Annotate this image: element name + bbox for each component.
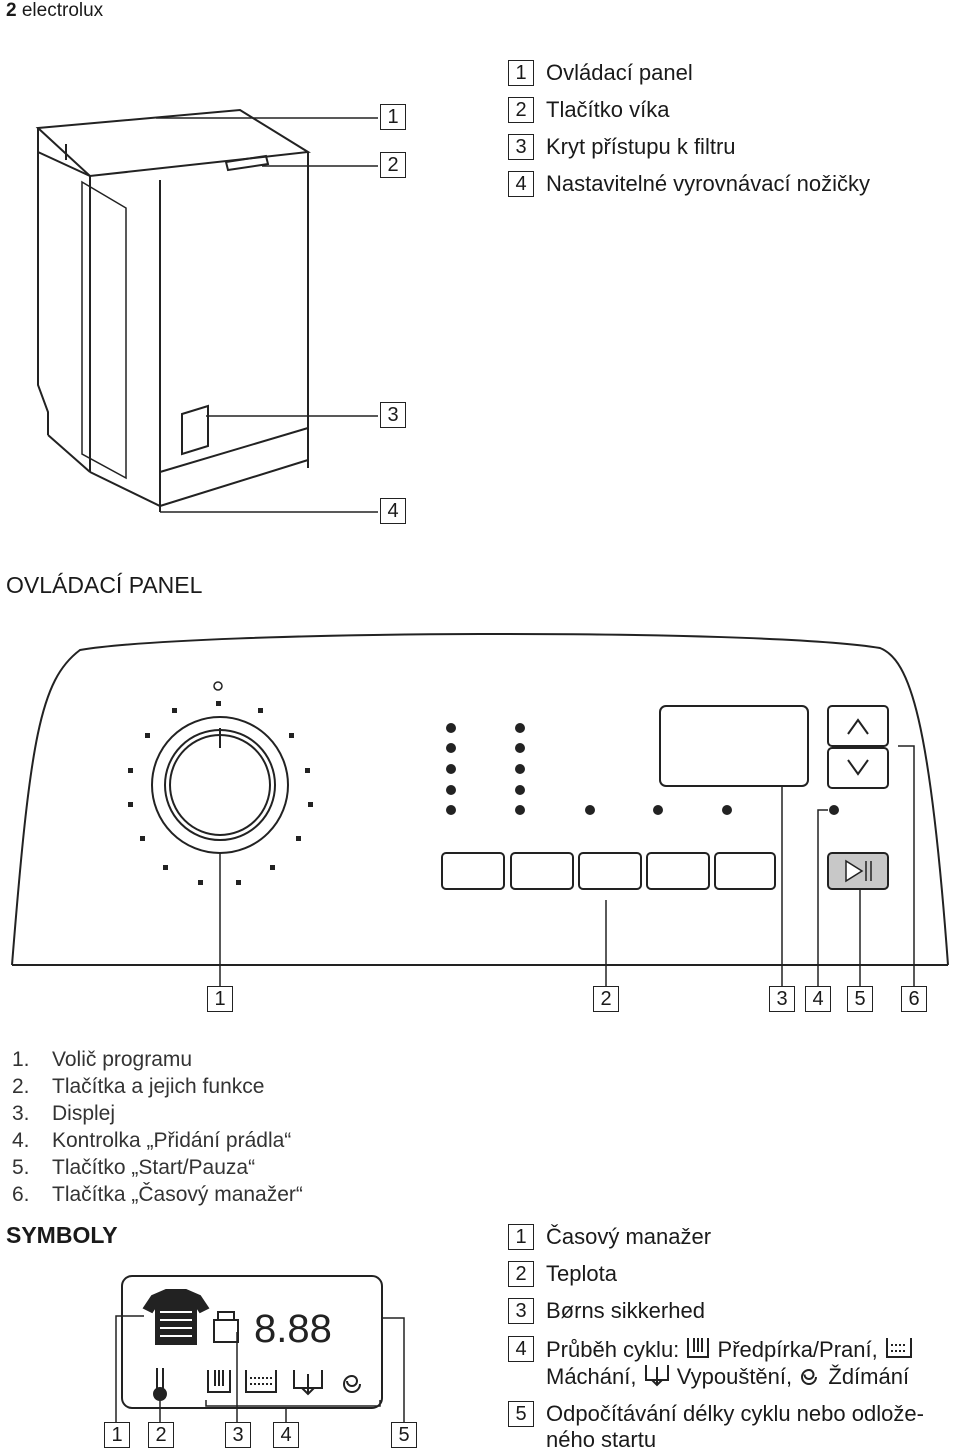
list-number: 2. (12, 1075, 30, 1098)
spin-icon (801, 1368, 818, 1385)
symbol-legend-item: 4 Průběh cyklu: Předpírka/Praní, Máchání… (508, 1336, 914, 1390)
legend-number: 2 (508, 1261, 534, 1287)
callout-symbol-cycle-progress: 4 (273, 1422, 299, 1448)
callout-symbol-temperature: 2 (148, 1422, 174, 1448)
list-label: Kontrolka „Přidání prádla“ (52, 1129, 292, 1152)
list-item: 4. Kontrolka „Přidání prádla“ (12, 1127, 303, 1154)
list-number: 3. (12, 1102, 30, 1125)
rinse-label: Máchání, (546, 1364, 637, 1389)
drain-label: Vypouštění, (676, 1364, 793, 1389)
cycle-prefix: Průběh cyklu: (546, 1337, 680, 1362)
symbol-legend-item: 5 Odpočítávání délky cyklu nebo odlože- … (508, 1401, 924, 1453)
legend-label: Børns sikkerhed (546, 1298, 705, 1323)
callout-symbol-time-manager: 1 (104, 1422, 130, 1448)
legend-number: 1 (508, 60, 534, 86)
legend-label: Tlačítko víka (546, 97, 670, 122)
display-digits: 8.88 (254, 1307, 332, 1351)
callout-option-buttons: 2 (593, 986, 619, 1012)
countdown-line: ného startu (546, 1427, 657, 1452)
list-item: 1. Volič programu (12, 1046, 303, 1073)
legend-number: 5 (508, 1401, 534, 1427)
legend-number: 4 (508, 1336, 534, 1362)
callout-time-manager: 6 (901, 986, 927, 1012)
page-header: 2 electrolux (6, 0, 103, 22)
legend-item: 3 Kryt přístupu k filtru (508, 134, 736, 160)
legend-number: 4 (508, 171, 534, 197)
legend-label: Časový manažer (546, 1224, 712, 1249)
countdown-line: Odpočítávání délky cyklu nebo odlože- (546, 1401, 924, 1426)
callout-lid-button: 2 (380, 152, 406, 178)
drain-icon (644, 1365, 669, 1387)
list-item: 6. Tlačítka „Časový manažer“ (12, 1181, 303, 1208)
callout-lid-panel: 1 (380, 104, 406, 130)
list-item: 3. Displej (12, 1100, 303, 1127)
symbols-title: SYMBOLY (6, 1222, 118, 1248)
cycle-progress-description: Průběh cyklu: Předpírka/Praní, Máchání, … (546, 1336, 914, 1390)
legend-label: Ovládací panel (546, 60, 693, 85)
list-label: Tlačítko „Start/Pauza“ (52, 1156, 256, 1179)
prewash-label: Předpírka/Praní, (717, 1337, 878, 1362)
washing-machine-illustration (35, 108, 378, 513)
control-panel-title: OVLÁDACÍ PANEL (6, 572, 203, 598)
callout-start-pause: 5 (847, 986, 873, 1012)
callout-add-laundry-indicator: 4 (805, 986, 831, 1012)
legend-item: 1 Ovládací panel (508, 60, 693, 86)
legend-label: Teplota (546, 1261, 617, 1286)
list-label: Displej (52, 1102, 116, 1125)
callout-feet: 4 (380, 498, 406, 524)
callout-filter-cover: 3 (380, 402, 406, 428)
callout-program-selector: 1 (207, 986, 233, 1012)
rinse-icon (885, 1338, 912, 1358)
list-number: 6. (12, 1183, 30, 1206)
control-panel-list: 1. Volič programu 2. Tlačítka a jejich fun… (12, 1046, 303, 1208)
callout-symbol-countdown: 5 (391, 1422, 417, 1448)
list-number: 5. (12, 1156, 30, 1179)
legend-item: 2 Tlačítko víka (508, 97, 669, 123)
brand-name: electrolux (21, 0, 104, 21)
list-label: Volič programu (52, 1048, 193, 1071)
symbol-legend-item: 2 Teplota (508, 1261, 617, 1287)
countdown-description: Odpočítávání délky cyklu nebo odlože- né… (546, 1401, 924, 1453)
prewash-icon (687, 1338, 710, 1358)
list-label: Tlačítka „Časový manažer“ (52, 1183, 303, 1206)
callout-display: 3 (769, 986, 795, 1012)
spin-label: Ždímání (828, 1364, 910, 1389)
legend-label: Nastavitelné vyrovnávací nožičky (546, 171, 871, 196)
symbols-display-illustration: 8.88 (115, 1275, 405, 1424)
legend-item: 4 Nastavitelné vyrovnávací nožičky (508, 171, 870, 197)
legend-number: 3 (508, 134, 534, 160)
control-panel-illustration (11, 632, 949, 986)
legend-number: 3 (508, 1298, 534, 1324)
list-item: 5. Tlačítko „Start/Pauza“ (12, 1154, 303, 1181)
list-number: 4. (12, 1129, 30, 1152)
legend-number: 2 (508, 97, 534, 123)
list-item: 2. Tlačítka a jejich funkce (12, 1073, 303, 1100)
list-label: Tlačítka a jejich funkce (52, 1075, 265, 1098)
callout-symbol-child-lock: 3 (225, 1422, 251, 1448)
page-number: 2 (6, 0, 17, 21)
list-number: 1. (12, 1048, 30, 1071)
legend-number: 1 (508, 1224, 534, 1250)
legend-label: Kryt přístupu k filtru (546, 134, 736, 159)
symbol-legend-item: 3 Børns sikkerhed (508, 1298, 705, 1324)
symbol-legend-item: 1 Časový manažer (508, 1224, 711, 1250)
